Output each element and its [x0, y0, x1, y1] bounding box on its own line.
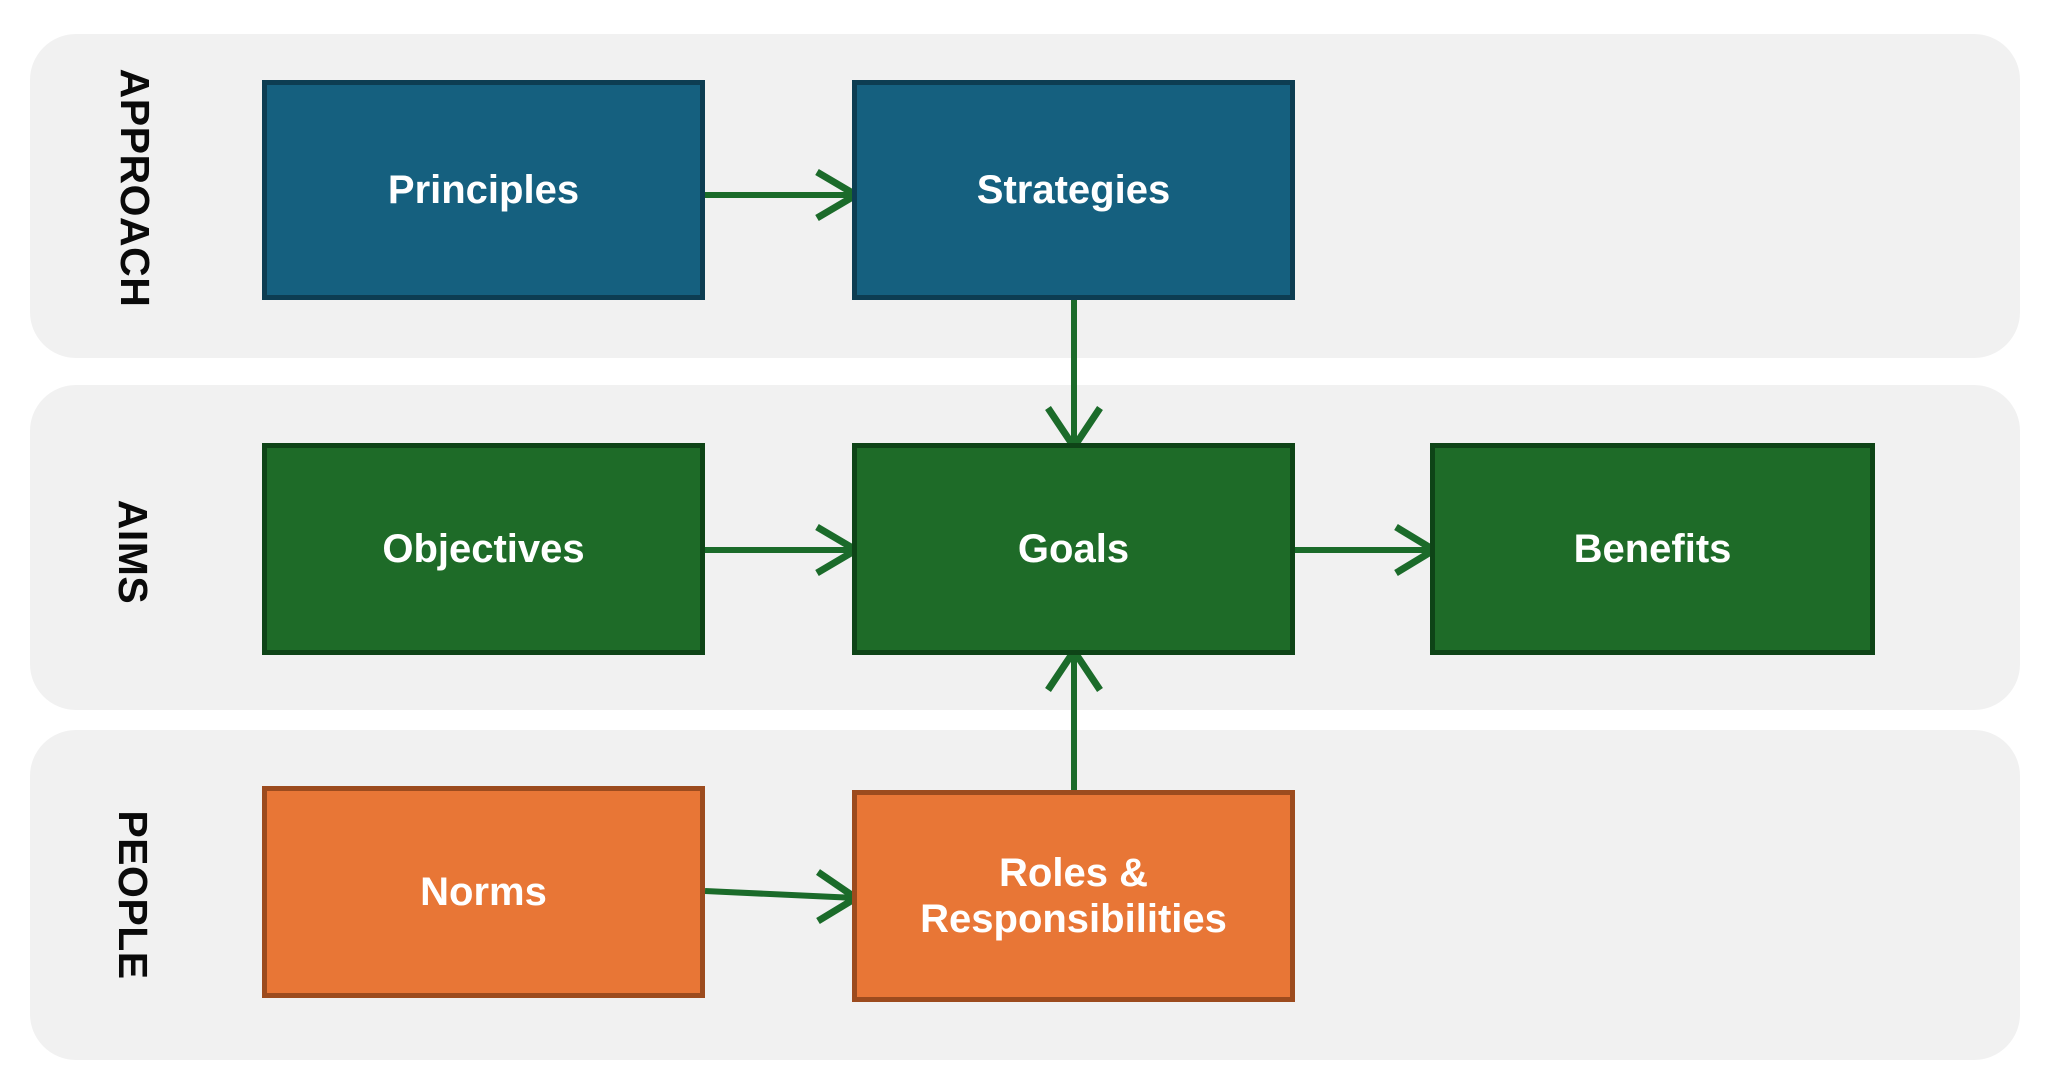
node-strategies-label: Strategies: [976, 168, 1171, 212]
node-strategies[interactable]: Strategies: [852, 80, 1295, 300]
node-roles-label-line2: Responsibilities: [920, 897, 1227, 941]
node-benefits[interactable]: Benefits: [1430, 443, 1875, 655]
node-principles-label: Principles: [387, 168, 580, 212]
lane-label-people: PEOPLE: [110, 810, 156, 980]
node-goals[interactable]: Goals: [852, 443, 1295, 655]
lane-label-aims: AIMS: [110, 499, 156, 605]
node-goals-label: Goals: [1017, 527, 1130, 571]
node-roles-responsibilities-label: Roles & Responsibilities: [920, 850, 1227, 942]
node-norms-label: Norms: [420, 870, 547, 914]
node-norms[interactable]: Norms: [262, 786, 705, 998]
node-benefits-label: Benefits: [1573, 527, 1732, 571]
node-principles[interactable]: Principles: [262, 80, 705, 300]
node-objectives-label: Objectives: [382, 527, 585, 571]
node-roles-responsibilities[interactable]: Roles & Responsibilities: [852, 790, 1295, 1002]
node-roles-label-line1: Roles &: [999, 851, 1148, 895]
node-objectives[interactable]: Objectives: [262, 443, 705, 655]
lane-label-approach: APPROACH: [112, 68, 158, 308]
